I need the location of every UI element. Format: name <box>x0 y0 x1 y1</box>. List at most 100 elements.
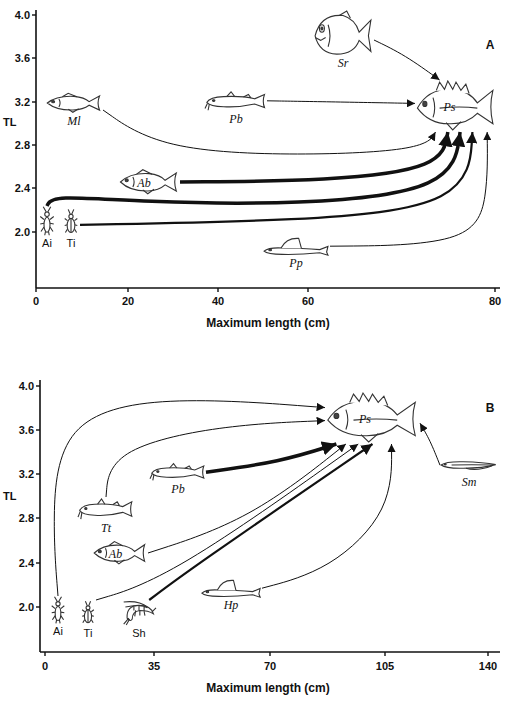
feeding-link <box>374 40 440 80</box>
axis-label: 3.6 <box>15 52 30 65</box>
fish-node: Sm <box>440 455 498 489</box>
species-label: Ml <box>45 115 103 128</box>
beetle-icon <box>80 600 96 626</box>
axis-label: 105 <box>376 660 394 673</box>
feeding-link <box>267 101 415 104</box>
prey-node: Ai <box>38 206 56 250</box>
species-label: Sr <box>312 57 374 70</box>
axis-label: 2.0 <box>15 226 30 239</box>
beetle-icon <box>62 208 80 236</box>
prey-node: Sh <box>122 600 156 640</box>
icon-outline <box>124 602 156 625</box>
axis-label: 2.8 <box>19 512 34 525</box>
axis-label: 4.0 <box>15 9 30 22</box>
icon-outline <box>65 209 78 232</box>
axis-title: Maximum length (cm) <box>206 317 329 330</box>
feeding-link <box>330 132 487 246</box>
species-label: Hp <box>200 599 262 612</box>
tick-mark <box>153 652 154 656</box>
axis-ticks <box>32 15 495 656</box>
tick-mark <box>36 429 40 430</box>
icon-outline <box>120 170 176 194</box>
fish-node: Ab <box>118 168 180 196</box>
axis-label: 140 <box>479 660 497 673</box>
fish-node: Ml <box>45 92 103 128</box>
axis-label: 40 <box>212 295 224 308</box>
axis-label: 3.6 <box>19 424 34 437</box>
tick-mark <box>32 14 36 15</box>
axis-label: 0 <box>42 660 48 673</box>
prey-node: Ti <box>62 208 80 250</box>
catfish-icon <box>205 90 267 112</box>
tick-mark <box>307 288 308 292</box>
fish-node: Pp <box>262 236 330 270</box>
axis-label: 70 <box>264 660 276 673</box>
species-label: Tt <box>78 522 134 535</box>
axis-label: 80 <box>489 295 501 308</box>
species-label: Pp <box>262 257 330 270</box>
icon-outline <box>94 542 144 564</box>
tick-mark <box>217 288 218 292</box>
tick-mark <box>32 101 36 102</box>
x-axis <box>36 287 500 289</box>
axis-label: 2.4 <box>15 182 30 195</box>
species-label: Ps <box>359 413 371 426</box>
feeding-link <box>96 444 358 600</box>
tick-mark <box>269 652 270 656</box>
axis-label: 60 <box>302 295 314 308</box>
eel-icon <box>440 455 498 475</box>
tick-mark <box>32 231 36 232</box>
tick-mark <box>487 652 488 656</box>
pleco-icon <box>262 236 330 256</box>
fish-node: Hp <box>200 578 262 612</box>
y-axis <box>39 380 41 652</box>
tick-mark <box>36 606 40 607</box>
species-label: Sh <box>122 627 156 640</box>
tick-mark <box>32 187 36 188</box>
perch-icon <box>325 392 420 444</box>
fish-node: Ps <box>325 392 420 444</box>
insect-icon <box>50 596 66 624</box>
feeding-link <box>262 444 392 588</box>
feeding-link <box>206 444 336 472</box>
feeding-link <box>148 444 346 553</box>
species-label: Sm <box>440 476 498 489</box>
species-label: Ab <box>109 547 122 560</box>
species-label: Ab <box>137 176 150 189</box>
icon-outline <box>40 207 54 236</box>
catfish-icon <box>150 462 206 482</box>
species-label: Ti <box>62 237 80 250</box>
species-label: Ai <box>50 625 66 638</box>
feeding-link <box>80 132 472 225</box>
icon-outline <box>441 462 496 470</box>
icon-outline <box>150 464 204 481</box>
axis-title: A <box>486 39 495 52</box>
axis-title: Maximum length (cm) <box>206 682 329 695</box>
axis-label: TL <box>3 490 16 503</box>
species-label: Ti <box>80 627 96 640</box>
axis-title: B <box>486 402 495 415</box>
piranha-icon <box>312 10 374 56</box>
fish-icon <box>45 92 103 114</box>
feeding-link <box>149 444 372 600</box>
icon-outline <box>47 93 99 112</box>
tick-mark <box>384 652 385 656</box>
icon-outline <box>52 597 65 624</box>
axis-label: 35 <box>148 660 160 673</box>
axis-label: 2.0 <box>19 601 34 614</box>
icon-outline <box>264 238 328 255</box>
icon-outline <box>202 580 260 597</box>
axis-label: 20 <box>122 295 134 308</box>
tick-mark <box>36 562 40 563</box>
axis-label: 2.4 <box>19 557 34 570</box>
fish-node: Pb <box>150 462 206 496</box>
species-label: Ps <box>443 101 455 114</box>
tick-mark <box>35 288 36 292</box>
species-label: Pb <box>205 113 267 126</box>
axis-label: 0 <box>33 295 39 308</box>
insect-icon <box>38 206 56 236</box>
pleco-icon <box>200 578 262 598</box>
icon-outline <box>328 393 415 442</box>
feeding-link <box>47 132 460 206</box>
